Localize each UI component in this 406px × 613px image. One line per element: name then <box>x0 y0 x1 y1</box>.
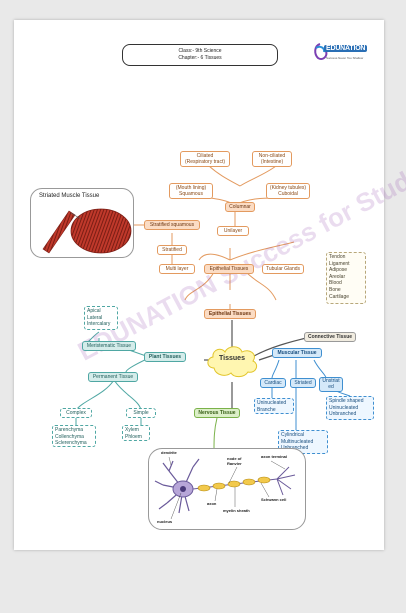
logo-tagline: Success Never Too Shallow <box>326 56 364 60</box>
complex-item: Collenchyma <box>55 433 84 440</box>
meristematic-node: Meristematic Tissue <box>82 341 136 351</box>
striated-item: Cylindrical <box>281 432 305 438</box>
connective-item: Adipose <box>329 267 348 274</box>
connective-item: Cartilage <box>329 293 350 300</box>
tubular-glands-node: Tubular Glands <box>262 264 304 274</box>
simple-node: Simple <box>126 408 156 418</box>
meristematic-item: Lateral <box>87 314 103 321</box>
document-page: Class:- 9th Science Chapter:- 6 Tissues … <box>14 20 406 550</box>
label-node-of-ranvier: node of Ranvier <box>227 456 242 466</box>
connective-item: Ligament <box>329 260 350 267</box>
connective-item: Blood <box>329 280 342 287</box>
muscular-tissue-node: Muscular Tissue <box>272 348 322 358</box>
header-box: Class:- 9th Science Chapter:- 6 Tissues <box>122 44 278 66</box>
columnar-node: Columnar <box>225 202 255 212</box>
meristematic-item: Apical <box>87 308 101 314</box>
unstriated-item: Unbranched <box>329 411 357 417</box>
chapter-line: Chapter:- 6 Tissues <box>178 55 222 61</box>
neuron-illustration <box>154 456 296 520</box>
permanent-node: Permanent Tissue <box>88 372 138 382</box>
connective-tissue-node: Connective Tissue <box>304 332 356 342</box>
logo: EDUNATION Success Never Too Shallow <box>310 40 376 68</box>
epithelial-root-node: Epithelial Tissues <box>204 309 256 319</box>
label-schwann-cell: Schwann cell <box>261 497 287 502</box>
multi-layer-node: Multi layer <box>159 264 195 274</box>
tissues-cloud: Tissues <box>204 342 260 378</box>
unilayer-node: Unilayer <box>217 226 249 236</box>
complex-item: Sclerenchyma <box>55 440 87 446</box>
stratified-node: Stratified <box>157 245 187 255</box>
simple-item: Xylem <box>125 427 139 433</box>
cardiac-item: Branche <box>257 406 276 413</box>
squamous-node: (Mouth lining) Squamous <box>169 183 213 199</box>
label-dendrite: dendrite <box>161 450 177 455</box>
ciliated-node: Ciliated (Respiratory tract) <box>180 151 230 167</box>
label-nucleus: nucleus <box>157 519 173 524</box>
cloud-shape <box>207 346 258 378</box>
label-axon: axon <box>207 501 217 506</box>
complex-node: Complex <box>60 408 92 418</box>
cardiac-items-box: Uninucleated Branche <box>254 398 294 414</box>
complex-item: Parenchyma <box>55 427 84 433</box>
cardiac-node: Cardiac <box>260 378 286 388</box>
nervous-tissue-node: Nervous Tissue <box>194 408 240 418</box>
epithelial-main-node: Epithelial Tissues <box>204 264 254 274</box>
label-myelin-sheath: myelin sheath <box>223 508 250 513</box>
plant-tissues-node: Plant Tissues <box>144 352 186 362</box>
cuboidal-node: (Kidney tubules) Cuboidal <box>266 183 310 199</box>
unstriated-node: Unstriat ed <box>319 377 343 392</box>
connective-item: Tendon <box>329 254 346 260</box>
logo-brand: EDUNATION <box>324 45 368 52</box>
neuron-panel: dendrite node of Ranvier axon terminal S… <box>148 448 306 530</box>
meristematic-items-box: Apical Lateral Intercalary <box>84 306 118 330</box>
striated-item: Multinucleated <box>281 438 314 445</box>
simple-item: Phloem <box>125 433 142 440</box>
striated-panel-title: Striated Muscle Tissue <box>39 193 100 199</box>
nonciliated-node: Non-ciliated (Intestine) <box>252 151 292 167</box>
cardiac-item: Uninucleated <box>257 400 287 406</box>
tissues-label: Tissues <box>219 355 245 362</box>
connective-items-box: Tendon Ligament Adipose Areolar Blood Bo… <box>326 252 366 304</box>
complex-items-box: Parenchyma Collenchyma Sclerenchyma <box>52 425 96 447</box>
label-axon-terminal: axon terminal <box>261 454 288 459</box>
connective-item: Bone <box>329 286 341 293</box>
simple-items-box: Xylem Phloem <box>122 425 150 441</box>
striated-node: Striated <box>290 378 316 388</box>
stratified-squamous-node: Stratified squamous <box>144 220 200 230</box>
connective-item: Areolar <box>329 273 346 280</box>
meristematic-item: Intercalary <box>87 321 111 327</box>
unstriated-item: Spindle shaped <box>329 398 364 404</box>
muscle-fiber-illustration <box>42 208 132 254</box>
class-line: Class:- 9th Science <box>178 48 222 54</box>
unstriated-items-box: Spindle shaped Uninucleated Unbranched <box>326 396 374 420</box>
unstriated-item: Uninucleated <box>329 404 359 411</box>
striated-items-box: Cylindrical Multinucleated Unbranched <box>278 430 328 454</box>
striated-muscle-panel: Striated Muscle Tissue <box>30 188 134 258</box>
